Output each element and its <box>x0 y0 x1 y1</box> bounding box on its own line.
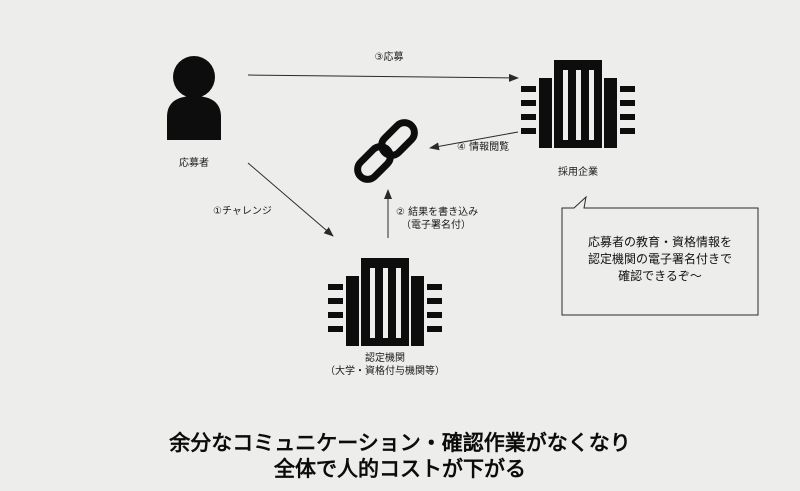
certifier-building-icon <box>328 258 442 346</box>
applicant-label: 応募者 <box>179 158 209 169</box>
callout-box <box>561 195 759 316</box>
headline-line-2: 全体で人的コストが下がる <box>274 457 526 481</box>
callout-line: 応募者の教育・資格情報を <box>587 235 732 249</box>
callout-line: 認定機関の電子署名付きで <box>587 252 732 266</box>
write-result-edge-label: ② 結果を書き込み <box>396 207 479 218</box>
view-info-arrow <box>429 131 519 151</box>
chain-link-icon <box>354 119 418 183</box>
person-icon <box>167 56 221 140</box>
challenge-edge-label: ①チャレンジ <box>213 206 272 217</box>
callout-line: 確認できるぞ～ <box>618 269 702 283</box>
headline-line-1: 余分なコミュニケーション・確認作業がなくなり <box>169 431 631 455</box>
challenge-arrow <box>247 162 334 237</box>
employer-label: 採用企業 <box>558 167 598 178</box>
employer-building-icon <box>521 60 635 148</box>
apply-edge-label: ③応募 <box>374 52 404 63</box>
certifier-label: 認定機関 <box>365 353 405 364</box>
write-result-edge-sublabel: （電子署名付） <box>401 220 471 231</box>
view-info-edge-label: ④ 情報閲覧 <box>457 142 510 153</box>
callout-text: 応募者の教育・資格情報を 認定機関の電子署名付きで 確認できるぞ～ <box>562 234 758 285</box>
certifier-sublabel: （大学・資格付与機関等） <box>325 366 445 377</box>
apply-arrow <box>247 73 519 82</box>
